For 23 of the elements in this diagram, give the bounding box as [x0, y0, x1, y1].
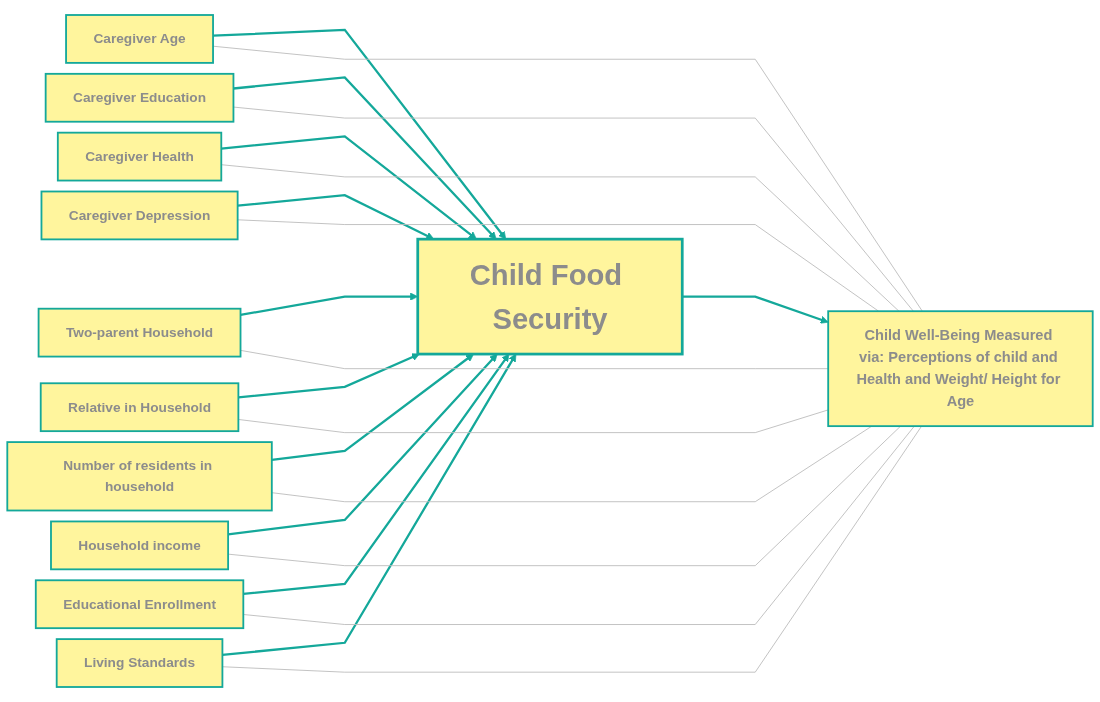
connector	[271, 425, 873, 503]
arrow	[222, 353, 517, 656]
node-box: Child Well-Being Measured via: Perceptions of child and Health and Weight/ Height for Age	[827, 310, 1094, 428]
node-box: Caregiver Health	[56, 131, 223, 182]
arrow	[682, 295, 829, 324]
node-box: Relative in Household	[39, 382, 240, 433]
node-box: Caregiver Education	[44, 72, 235, 123]
arrow	[213, 28, 507, 240]
node-box: Caregiver Depression	[40, 190, 239, 241]
connector	[233, 106, 914, 312]
arrow	[221, 135, 477, 240]
node-box: Household income	[50, 520, 229, 571]
node-box: Number of residents in household	[6, 441, 273, 512]
arrow	[233, 76, 497, 240]
node-box: Child Food Security	[416, 237, 684, 356]
node-box: Educational Enrollment	[34, 579, 245, 630]
node-box: Living Standards	[55, 638, 224, 688]
arrow	[237, 193, 435, 240]
connector	[237, 219, 880, 312]
node-box: Two-parent Household	[37, 307, 242, 358]
node-box: Caregiver Age	[65, 14, 214, 64]
arrow	[238, 353, 420, 399]
connector	[240, 349, 829, 370]
